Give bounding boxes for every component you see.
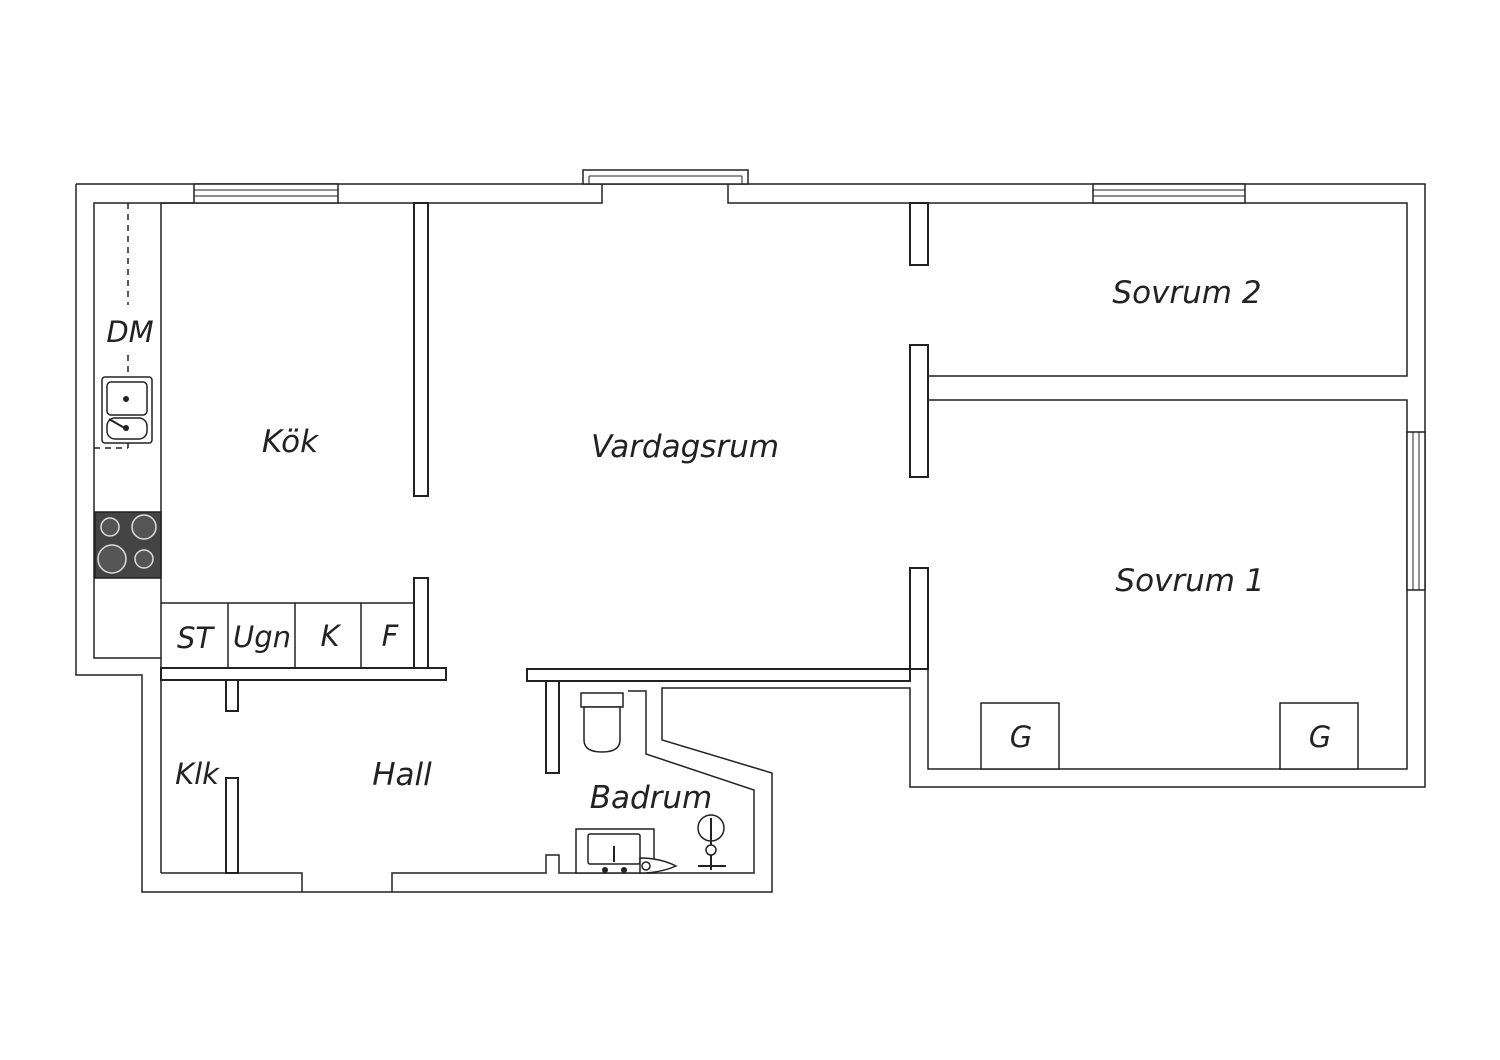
kitchen-hall-wall xyxy=(160,667,447,681)
shower-icon xyxy=(697,814,726,870)
room-label-hall: Hall xyxy=(372,757,432,793)
label-wardrobe-1: G xyxy=(1010,720,1032,754)
washbasin-icon xyxy=(575,828,678,874)
label-dm: DM xyxy=(106,315,153,349)
windows xyxy=(193,169,1426,591)
room-label-living-room: Vardagsrum xyxy=(591,429,779,465)
window-living-room xyxy=(582,169,749,185)
appliance-row xyxy=(161,602,414,668)
label-f: F xyxy=(382,619,400,653)
bathroom-area xyxy=(526,668,911,874)
window-bedroom-1 xyxy=(1406,431,1426,591)
label-k: K xyxy=(320,619,341,653)
room-label-kitchen: Kök xyxy=(262,424,319,460)
label-wardrobe-2: G xyxy=(1309,720,1331,754)
exterior-outline xyxy=(75,183,1426,893)
wardrobe-2 xyxy=(1279,702,1359,770)
room-label-closet: Klk xyxy=(175,757,220,791)
kitchen-area xyxy=(93,202,429,669)
label-ugn: Ugn xyxy=(233,620,291,654)
wardrobe-1 xyxy=(980,702,1060,770)
living-room-area xyxy=(428,184,929,670)
hall-area xyxy=(160,679,755,892)
label-st: ST xyxy=(177,621,215,655)
room-label-bathroom: Badrum xyxy=(590,780,713,816)
room-label-bedroom-1: Sovrum 1 xyxy=(1115,563,1264,599)
toilet-icon xyxy=(580,692,624,753)
room-label-bedroom-2: Sovrum 2 xyxy=(1112,275,1261,311)
stove-icon xyxy=(94,511,162,579)
bedroom-1-area xyxy=(927,376,1408,770)
window-bedroom-2 xyxy=(1092,183,1246,204)
kitchen-sink xyxy=(101,376,153,444)
window-kitchen xyxy=(193,183,339,204)
